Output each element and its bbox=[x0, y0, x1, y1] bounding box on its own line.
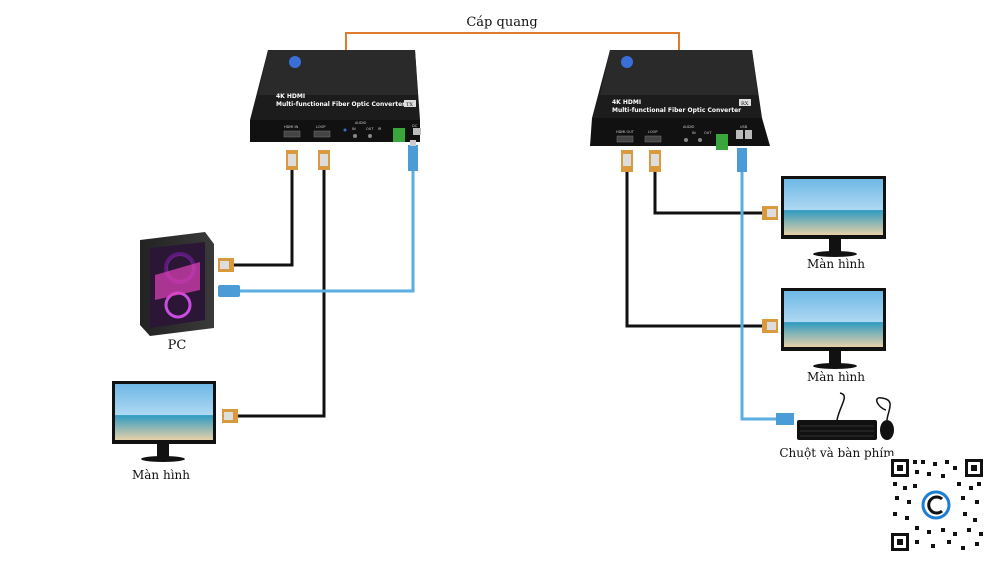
hdmi-connector-monitor-left bbox=[222, 409, 238, 423]
terminal-block bbox=[716, 134, 728, 150]
terminal-block bbox=[393, 128, 405, 142]
monitor-left-label: Màn hình bbox=[132, 468, 190, 482]
hdmi-connector-monitor-right-bottom bbox=[762, 319, 778, 333]
usb-a-port bbox=[736, 130, 743, 139]
pc-label: PC bbox=[168, 338, 187, 353]
hdmi-cable-monitor-left bbox=[238, 150, 330, 418]
rx-title-line2: Multi-functional Fiber Optic Converter bbox=[612, 107, 741, 114]
tx-port-ir: IR bbox=[378, 127, 382, 131]
usb-cable-pc bbox=[240, 140, 418, 293]
hdmi-connector-pc bbox=[218, 258, 234, 272]
tx-port-dc: DC bbox=[412, 124, 418, 128]
hdmi-out-port bbox=[616, 135, 634, 143]
tx-port-hdmi-in: HDMI IN bbox=[284, 125, 299, 129]
rx-badge: RX bbox=[741, 101, 749, 107]
tx-badge: TX bbox=[406, 102, 413, 108]
monitor-left-icon bbox=[112, 381, 216, 462]
rx-port-in: IN bbox=[692, 131, 696, 135]
tx-port-loop: LOOP bbox=[316, 125, 325, 129]
hdmi-in-port bbox=[283, 130, 301, 138]
loop-port bbox=[313, 130, 331, 138]
usb-connector-pc bbox=[218, 285, 240, 297]
tx-port-audio: AUDIO bbox=[355, 121, 367, 125]
peripherals-label: Chuột và bàn phím bbox=[779, 446, 895, 460]
rx-port-loop: LOOP bbox=[648, 130, 657, 134]
tx-title-line2: Multi-functional Fiber Optic Converter bbox=[276, 101, 405, 108]
hdmi-cable-monitor-right-bottom bbox=[621, 150, 762, 328]
monitor-right-bottom-label: Màn hình bbox=[807, 370, 865, 384]
rx-converter: 4K HDMI Multi-functional Fiber Optic Con… bbox=[590, 50, 770, 150]
rx-port-audio: AUDIO bbox=[683, 125, 695, 129]
usb-cable-peripherals bbox=[737, 148, 794, 425]
fiber-label: Cáp quang bbox=[466, 15, 537, 30]
hdmi-connector-monitor-right-top bbox=[762, 206, 778, 220]
rx-port-usb: USB bbox=[740, 125, 748, 129]
monitor-right-top-label: Màn hình bbox=[807, 257, 865, 271]
rx-title-line1: 4K HDMI bbox=[612, 99, 641, 106]
tx-port-out: OUT bbox=[366, 127, 374, 131]
rx-port-out: OUT bbox=[704, 131, 712, 135]
tx-converter: 4K HDMI Multi-functional Fiber Optic Con… bbox=[250, 50, 421, 142]
rx-port-hdmi-out: HDMI OUT bbox=[616, 130, 635, 134]
pc-tower-icon bbox=[140, 232, 214, 336]
brand-logo-icon bbox=[289, 56, 301, 68]
usb-b-port bbox=[413, 128, 421, 135]
brand-logo-icon bbox=[621, 56, 633, 68]
hdmi-cable-pc bbox=[234, 150, 298, 267]
qr-code-icon bbox=[888, 456, 986, 554]
usb-a-port bbox=[745, 130, 752, 139]
mouse-icon bbox=[876, 397, 894, 440]
tx-title-line1: 4K HDMI bbox=[276, 93, 305, 100]
keyboard-icon bbox=[797, 392, 877, 440]
tx-port-in: IN bbox=[352, 127, 356, 131]
loop-port bbox=[644, 135, 662, 143]
hdmi-cable-monitor-right-top bbox=[649, 150, 762, 215]
fiber-optic-cable bbox=[345, 32, 680, 50]
monitor-right-top-icon bbox=[781, 176, 886, 257]
monitor-right-bottom-icon bbox=[781, 288, 886, 369]
